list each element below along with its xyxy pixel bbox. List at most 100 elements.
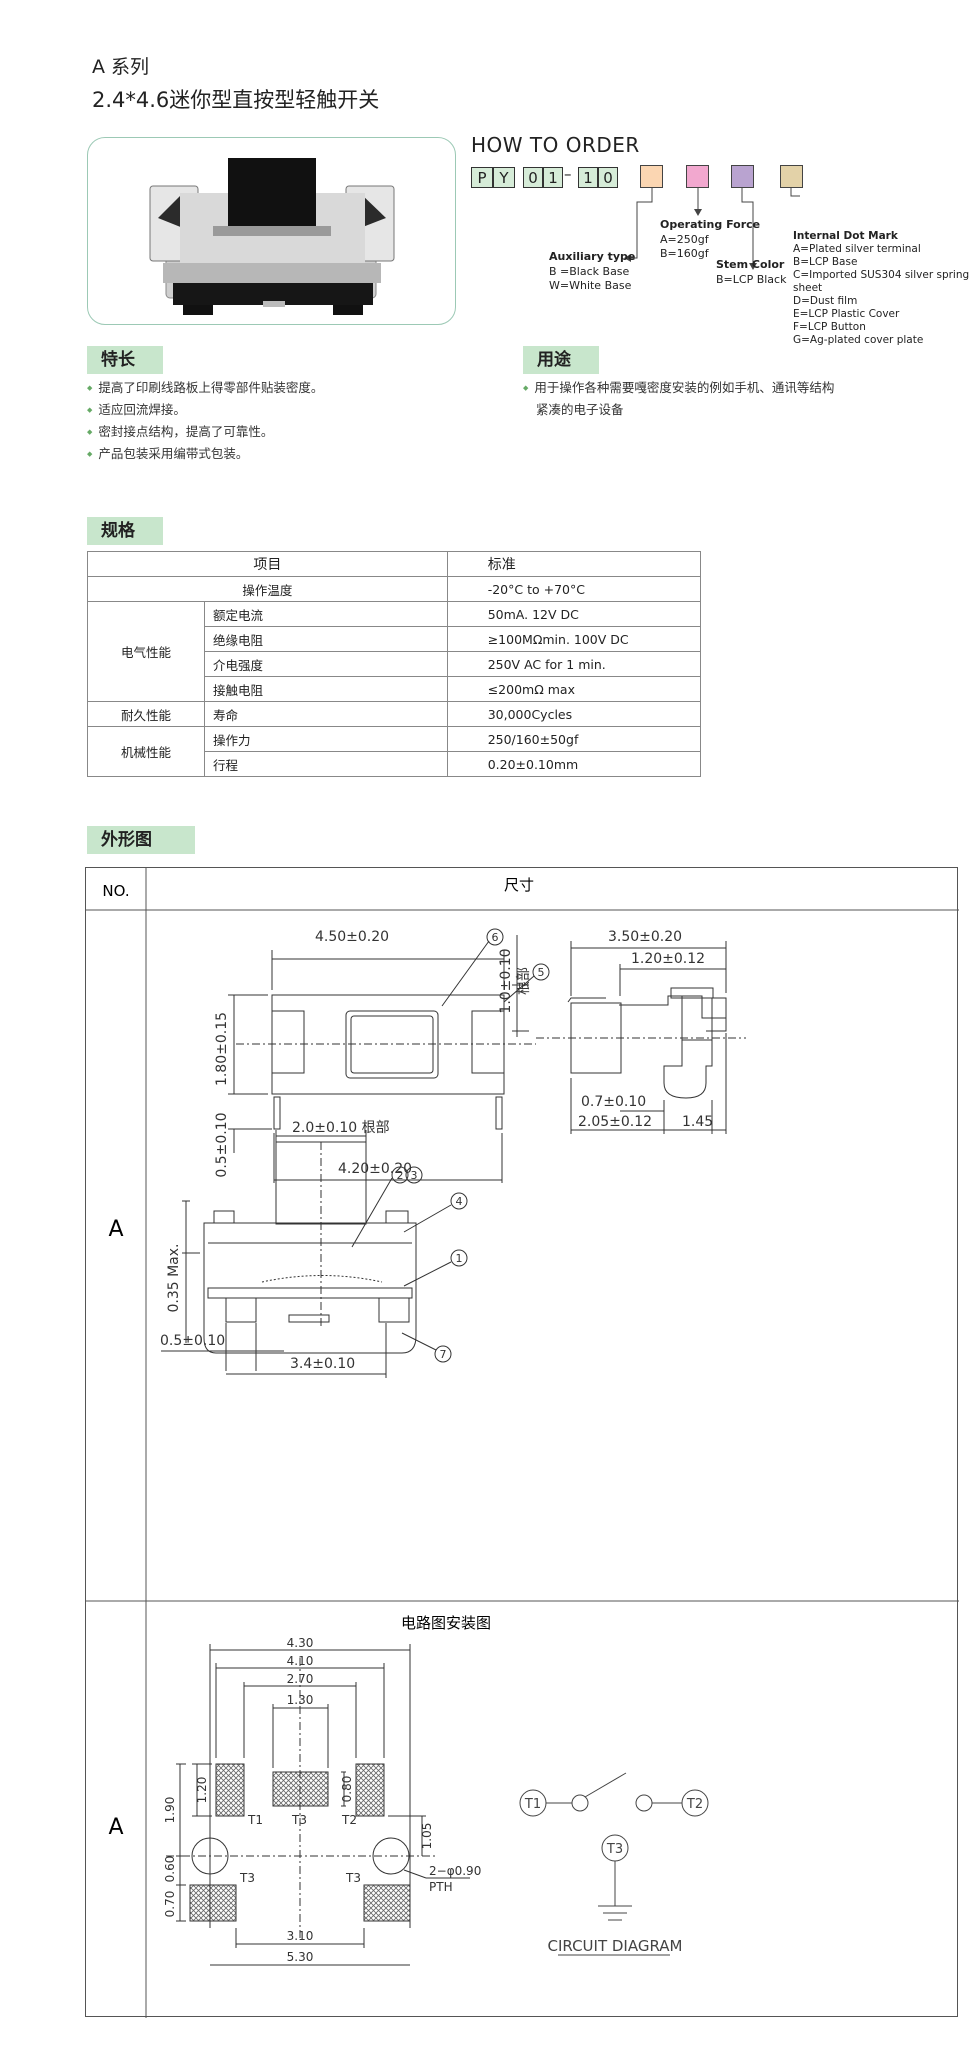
force-item: A=250gf xyxy=(660,232,709,246)
dot-item: A=Plated silver terminal xyxy=(793,243,921,255)
circuit-terminal: T1 xyxy=(524,1797,541,1812)
product-photo-frame xyxy=(87,137,456,325)
feature-item: 密封接点结构，提高了可靠性。 xyxy=(87,421,323,443)
spec-group: 耐久性能 xyxy=(87,701,205,727)
dot-item: B=LCP Base xyxy=(793,256,858,268)
spec-value: 250/160±50gf xyxy=(446,726,702,752)
dim-label: 1.80±0.15 xyxy=(214,1012,230,1086)
spec-value: 250V AC for 1 min. xyxy=(446,651,702,677)
dot-item: G=Ag-plated cover plate xyxy=(793,334,924,346)
aux-title: Auxiliary type xyxy=(549,250,636,263)
code-cell: P xyxy=(471,167,493,188)
pad-terminal-label: T3 xyxy=(291,1813,307,1827)
callout-number: 5 xyxy=(538,966,545,979)
pad-dim: 3.10 xyxy=(287,1929,314,1943)
dot-item: F=LCP Button xyxy=(793,321,866,333)
bottom-view xyxy=(161,1130,468,1378)
dot-item: D=Dust film xyxy=(793,295,858,307)
front-view xyxy=(228,928,550,1183)
usage-item-cont: 紧凑的电子设备 xyxy=(536,402,624,417)
feature-item: 产品包装采用编带式包装。 xyxy=(87,443,323,465)
option-swatch-force xyxy=(640,165,663,188)
spec-key: 接触电阻 xyxy=(204,676,448,702)
dim-label: 0.7±0.10 xyxy=(581,1094,646,1110)
how-to-order-heading: HOW TO ORDER xyxy=(471,133,640,157)
callout-number: 1 xyxy=(456,1252,463,1265)
order-leader-lines xyxy=(624,188,800,270)
outline-drawing-table: NO. 尺寸 A A xyxy=(85,867,959,2018)
spec-col-standard: 标准 xyxy=(446,551,702,577)
callout-number: 4 xyxy=(456,1195,463,1208)
code-cell: 1 xyxy=(578,167,598,188)
dim-label: 1.45 xyxy=(682,1114,713,1130)
spec-value: 30,000Cycles xyxy=(446,701,702,727)
callout-number: 2 xyxy=(397,1169,404,1182)
stem-item: B=LCP Black xyxy=(716,272,787,286)
dim-label: 根部 xyxy=(516,967,532,995)
dim-label: 1.0±0.10 xyxy=(498,948,514,1013)
spec-group: 机械性能 xyxy=(87,726,205,777)
spec-key: 操作温度 xyxy=(87,576,448,602)
outline-drawings: NO. 尺寸 A A xyxy=(86,868,959,2018)
spec-group: 电气性能 xyxy=(87,601,205,702)
circuit-terminal: T2 xyxy=(686,1797,703,1812)
pad-terminal-label: T3 xyxy=(239,1871,255,1885)
usage-heading: 用途 xyxy=(523,346,599,374)
dim-label: 4.20±0.20 xyxy=(338,1161,412,1177)
aux-item: B =Black Base xyxy=(549,264,630,278)
pad-dim: 1.20 xyxy=(195,1777,209,1804)
dim-label: 0.5±0.10 xyxy=(214,1112,230,1177)
spec-key: 行程 xyxy=(204,751,448,777)
spec-key: 介电强度 xyxy=(204,651,448,677)
callout-number: 3 xyxy=(411,1169,418,1182)
spec-heading: 规格 xyxy=(87,517,163,545)
row-label: A xyxy=(108,1815,123,1840)
pad-dim: 0.60 xyxy=(163,1856,177,1883)
circuit-caption: CIRCUIT DIAGRAM xyxy=(548,1937,683,1955)
outline-heading: 外形图 xyxy=(87,826,195,854)
pad-terminal-label: T2 xyxy=(341,1813,357,1827)
spec-value: -20°C to +70°C xyxy=(446,576,702,602)
code-cell: 0 xyxy=(523,167,543,188)
code-dash: – xyxy=(564,165,572,183)
code-cell: 1 xyxy=(543,167,563,188)
dim-label: 2.0±0.10 根部 xyxy=(292,1120,390,1136)
stem-title: Stem Color xyxy=(716,258,785,271)
feature-item: 适应回流焊接。 xyxy=(87,399,323,421)
row-label: A xyxy=(108,1217,123,1242)
spec-value: 50mA. 12V DC xyxy=(446,601,702,627)
col-size: 尺寸 xyxy=(504,876,534,894)
option-swatch-force-2 xyxy=(686,165,709,188)
dim-label: 2.05±0.12 xyxy=(578,1114,652,1130)
circuit-diagram xyxy=(519,1772,709,1956)
aux-item: W=White Base xyxy=(549,279,632,292)
spec-key: 额定电流 xyxy=(204,601,448,627)
col-no: NO. xyxy=(102,882,129,900)
dim-label: 4.50±0.20 xyxy=(315,929,389,945)
spec-table: 项目 标准 操作温度 -20°C to +70°C 电气性能 额定电流 50mA… xyxy=(87,551,702,777)
spec-key: 操作力 xyxy=(204,726,448,752)
series-label: A 系列 xyxy=(92,56,150,78)
dim-label: 3.50±0.20 xyxy=(608,929,682,945)
callout-number: 7 xyxy=(440,1348,447,1361)
pad-dim: 4.30 xyxy=(287,1636,314,1650)
option-swatch-stem xyxy=(731,165,754,188)
product-title: 2.4*4.6迷你型直按型轻触开关 xyxy=(92,88,380,112)
spec-value: ≤200mΩ max xyxy=(446,676,702,702)
circuit-section-title: 电路图安装图 xyxy=(401,1614,491,1632)
dim-label: 1.20±0.12 xyxy=(631,951,705,967)
pad-dim: 5.30 xyxy=(287,1950,314,1964)
dot-item: C=Imported SUS304 silver spring sheet xyxy=(793,269,970,294)
pad-dim: 4.10 xyxy=(287,1654,314,1668)
pad-terminal-label: T3 xyxy=(345,1871,361,1885)
dot-title: Internal Dot Mark xyxy=(793,230,898,242)
pad-layout: 4.30 4.10 2.70 1.30 1.20 1.90 0.80 1.05 … xyxy=(163,1636,481,1966)
force-title: Operating Force xyxy=(660,218,761,231)
pad-dim: 2.70 xyxy=(287,1672,314,1686)
code-cell: 0 xyxy=(598,167,618,188)
pad-terminal-label: T1 xyxy=(247,1813,263,1827)
pad-dim: 1.05 xyxy=(420,1823,434,1850)
pad-dim: 0.80 xyxy=(340,1776,354,1803)
dim-label: 0.35 Max. xyxy=(166,1243,182,1312)
feature-item: 提高了印刷线路板上得零部件贴装密度。 xyxy=(87,377,323,399)
